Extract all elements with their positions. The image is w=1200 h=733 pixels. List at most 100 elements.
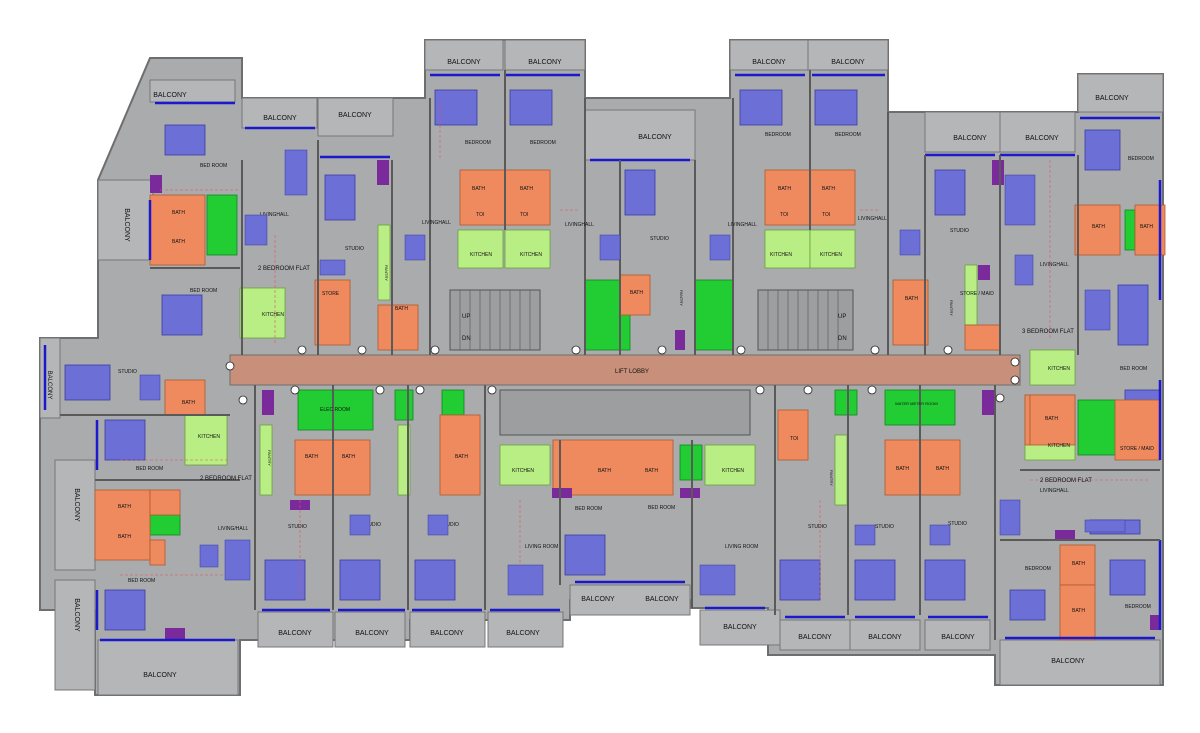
- stair-cores: UP DN UP DN: [449, 289, 854, 436]
- room-label: STUDIO: [808, 524, 827, 530]
- stair-dn-label-left: DN: [462, 336, 471, 342]
- stair-up-label-left: UP: [462, 314, 470, 320]
- flat-label: 3 BEDROOM FLAT: [1022, 329, 1074, 335]
- balcony-label: BALCONY: [941, 634, 975, 641]
- room-label: TOI: [520, 212, 528, 218]
- room-label: BATH: [905, 296, 918, 302]
- room-label: STUDIO: [875, 524, 894, 530]
- balcony-label: BALCONY: [73, 488, 80, 522]
- room-label: BATH: [1092, 224, 1105, 230]
- room-label: BED ROOM: [190, 288, 217, 294]
- room-label: KITCHEN: [1048, 366, 1070, 372]
- room-label: BATH: [182, 400, 195, 406]
- room-label: LIVING ROOM: [525, 544, 558, 550]
- room-label: LIVINGHALL: [260, 212, 289, 218]
- room-label: KITCHEN: [520, 252, 542, 258]
- balconies: [39, 39, 1164, 696]
- room-label: STUDIO: [118, 369, 137, 375]
- room-label: KITCHEN: [722, 468, 744, 474]
- room-label: PANTRY: [679, 290, 684, 306]
- room-label: STORE: [322, 291, 340, 297]
- windows: [43, 73, 1162, 642]
- balcony-label: BALCONY: [73, 598, 80, 632]
- room-label: BATH: [936, 466, 949, 472]
- room-label: BATH: [822, 186, 835, 192]
- room-label: PANTRY: [949, 300, 954, 316]
- balcony-label: BALCONY: [506, 630, 540, 637]
- balcony-label: BALCONY: [638, 134, 672, 141]
- room-label: BATH: [305, 454, 318, 460]
- room-label: BATH: [896, 466, 909, 472]
- room-label: BEDROOM: [1025, 566, 1051, 572]
- room-label: BATH: [630, 290, 643, 296]
- room-label: BEDROOM: [1125, 604, 1151, 610]
- room-label: BED ROOM: [1120, 366, 1147, 372]
- balcony-label: BALCONY: [1025, 135, 1059, 142]
- room-label: STUDIO: [440, 522, 459, 528]
- room-label: PANTRY: [267, 450, 272, 466]
- kitchens: [184, 224, 1076, 506]
- room-label: BATH: [118, 534, 131, 540]
- lift-lobby-label: LIFT LOBBY: [615, 369, 649, 375]
- room-label: TOI: [476, 212, 484, 218]
- room-label: BATH: [1140, 224, 1153, 230]
- bedrooms: [64, 89, 1161, 631]
- room-label: PANTRY: [384, 265, 389, 281]
- room-label: BEDROOM: [465, 140, 491, 146]
- balcony-label: BALCONY: [868, 634, 902, 641]
- balcony-labels: BALCONY BALCONY BALCONY BALCONY BALCONY …: [46, 59, 1129, 679]
- flat-label: 2 BEDROOM FLAT: [200, 476, 252, 482]
- room-label: WATER METER ROOM: [895, 401, 938, 406]
- balcony-label: BALCONY: [831, 59, 865, 66]
- room-label: LIVING/HALL: [218, 526, 249, 532]
- room-label: BEDROOM: [1128, 156, 1154, 162]
- room-label: BATH: [455, 454, 468, 460]
- room-label: LIVINGHALL: [1040, 262, 1069, 268]
- room-label: KITCHEN: [470, 252, 492, 258]
- room-label: BATH: [118, 504, 131, 510]
- room-label: TOI: [790, 436, 798, 442]
- partition-walls: [60, 70, 1160, 640]
- balcony-label: BALCONY: [278, 630, 312, 637]
- room-label: KITCHEN: [770, 252, 792, 258]
- balcony-label: BALCONY: [46, 371, 52, 400]
- room-label: BEDROOM: [835, 132, 861, 138]
- balcony-label: BALCONY: [723, 624, 757, 631]
- balcony-label: BALCONY: [338, 112, 372, 119]
- room-labels: BED ROOM BEDROOM BEDROOM BEDROOM BEDROOM…: [118, 132, 1154, 614]
- room-label: BED ROOM: [136, 466, 163, 472]
- balcony-label: BALCONY: [798, 634, 832, 641]
- room-label: STUDIO: [288, 524, 307, 530]
- door-markers: [225, 345, 1020, 405]
- stair-dn-label-right: DN: [838, 336, 847, 342]
- room-label: TOI: [780, 212, 788, 218]
- room-label: STORE / MAID: [960, 291, 994, 297]
- room-label: BATH: [1045, 416, 1058, 422]
- room-label: STORE / MAID: [1120, 446, 1154, 452]
- room-label: BED ROOM: [575, 506, 602, 512]
- room-label: BED ROOM: [200, 163, 227, 169]
- balcony-label: BALCONY: [355, 630, 389, 637]
- room-label: STUDIO: [950, 228, 969, 234]
- room-label: BATH: [1072, 561, 1085, 567]
- balcony-label: BALCONY: [645, 596, 679, 603]
- room-label: BATH: [342, 454, 355, 460]
- balcony-label: BALCONY: [143, 672, 177, 679]
- room-label: STUDIO: [345, 246, 364, 252]
- balcony-label: BALCONY: [430, 630, 464, 637]
- flat-label: 2 BEDROOM FLAT: [258, 266, 310, 272]
- room-label: BATH: [598, 468, 611, 474]
- room-label: PANTRY: [829, 470, 834, 486]
- dimension-lines: [120, 100, 1150, 600]
- room-label: BEDROOM: [765, 132, 791, 138]
- room-label: BATH: [172, 239, 185, 245]
- room-label: KITCHEN: [1048, 443, 1070, 449]
- room-label: BATH: [645, 468, 658, 474]
- room-label: STUDIO: [948, 521, 967, 527]
- room-label: TOI: [822, 212, 830, 218]
- room-label: LIVING ROOM: [725, 544, 758, 550]
- room-label: STUDIO: [362, 522, 381, 528]
- room-label: BATH: [472, 186, 485, 192]
- room-label: KITCHEN: [512, 468, 534, 474]
